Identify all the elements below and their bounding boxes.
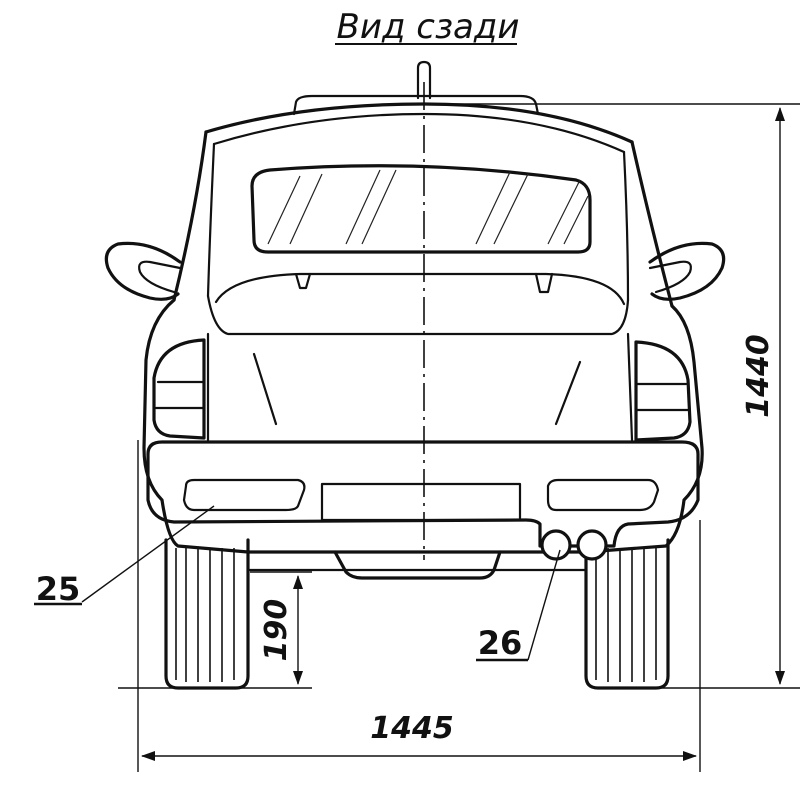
height-value: 1440	[741, 334, 776, 418]
callout-26: 26	[476, 549, 561, 662]
width-dimension: 1445	[137, 440, 701, 772]
left-mirror	[104, 241, 182, 301]
left-rear-wheel	[164, 538, 250, 690]
title: Вид сзади	[335, 7, 519, 47]
callout-25-label: 25	[36, 570, 81, 608]
callout-25-leader	[81, 505, 215, 603]
rear-fog-lamp-left	[182, 478, 306, 512]
clearance-value: 190	[259, 599, 294, 662]
right-mirror	[648, 241, 726, 301]
rear-fog-lamp-right	[546, 478, 660, 512]
width-value: 1445	[370, 711, 454, 746]
clearance-dimension: 190	[118, 571, 312, 689]
antenna	[416, 60, 432, 100]
right-tail-lamp	[634, 340, 692, 442]
exhaust-pipes	[540, 529, 608, 561]
callout-26-label: 26	[478, 624, 523, 662]
callout-26-leader	[527, 549, 561, 661]
license-plate-recess	[320, 482, 522, 522]
height-dimension: 1440	[430, 103, 800, 689]
underbody	[246, 550, 588, 580]
right-rear-wheel	[584, 538, 670, 690]
view-title: Вид сзади	[337, 7, 520, 47]
callout-25: 25	[34, 505, 215, 608]
left-tail-lamp	[152, 338, 206, 440]
rear-bumper	[146, 440, 700, 548]
rear-window	[250, 164, 592, 254]
roof-rail	[292, 94, 540, 116]
car-body	[142, 60, 704, 554]
